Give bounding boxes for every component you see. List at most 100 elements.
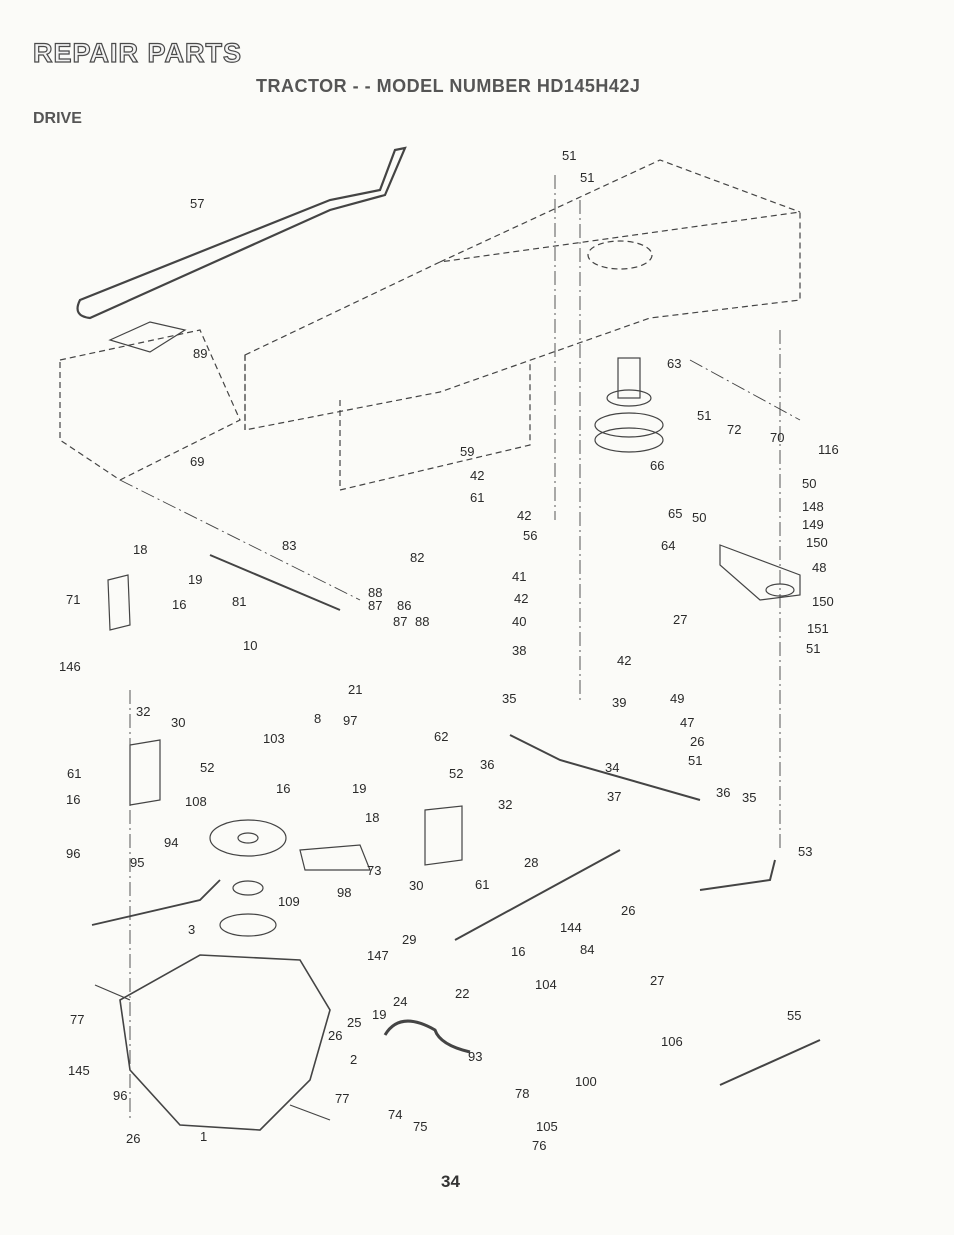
part-callout-51: 51 [697, 408, 711, 423]
part-callout-59: 59 [460, 444, 474, 459]
part-callout-147: 147 [367, 948, 389, 963]
part-callout-150: 150 [806, 535, 828, 550]
transaxle-pulley [219, 880, 277, 937]
part-callout-77: 77 [70, 1012, 84, 1027]
part-callout-41: 41 [512, 569, 526, 584]
part-callout-16: 16 [511, 944, 525, 959]
mount-bracket-71 [107, 574, 131, 631]
part-callout-32: 32 [498, 797, 512, 812]
part-callout-71: 71 [66, 592, 80, 607]
drive-belt [76, 146, 407, 320]
part-callout-29: 29 [402, 932, 416, 947]
part-callout-106: 106 [661, 1034, 683, 1049]
page-number: 34 [441, 1172, 460, 1191]
part-callout-69: 69 [190, 454, 204, 469]
part-callout-61: 61 [67, 766, 81, 781]
part-callout-96: 96 [66, 846, 80, 861]
part-callout-21: 21 [348, 682, 362, 697]
part-callout-86: 86 [397, 598, 411, 613]
part-callout-19: 19 [352, 781, 366, 796]
part-callout-145: 145 [68, 1063, 90, 1078]
part-callout-98: 98 [337, 885, 351, 900]
part-callout-94: 94 [164, 835, 178, 850]
part-callout-144: 144 [560, 920, 582, 935]
part-callout-50: 50 [802, 476, 816, 491]
shift-bracket-73 [299, 844, 371, 871]
part-callout-51: 51 [580, 170, 594, 185]
part-callout-76: 76 [532, 1138, 546, 1153]
part-callout-10: 10 [243, 638, 257, 653]
part-callout-104: 104 [535, 977, 557, 992]
spring-95 [91, 879, 221, 926]
part-callout-34: 34 [605, 760, 619, 775]
part-callout-24: 24 [393, 994, 407, 1009]
part-callout-3: 3 [188, 922, 195, 937]
part-callout-109: 109 [278, 894, 300, 909]
part-callout-32: 32 [136, 704, 150, 719]
part-callout-26: 26 [126, 1131, 140, 1146]
part-callout-65: 65 [668, 506, 682, 521]
part-callout-42: 42 [617, 653, 631, 668]
part-callout-53: 53 [798, 844, 812, 859]
part-callout-88: 88 [368, 585, 382, 600]
part-callout-97: 97 [343, 713, 357, 728]
part-callout-42: 42 [470, 468, 484, 483]
part-callout-25: 25 [347, 1015, 361, 1030]
part-callout-150: 150 [812, 594, 834, 609]
part-callout-16: 16 [66, 792, 80, 807]
part-callout-108: 108 [185, 794, 207, 809]
part-callout-84: 84 [580, 942, 594, 957]
part-callout-89: 89 [193, 346, 207, 361]
part-callout-27: 27 [673, 612, 687, 627]
part-callout-35: 35 [742, 790, 756, 805]
page-subtitle: TRACTOR - - MODEL NUMBER HD145H42J [256, 76, 641, 96]
part-callout-40: 40 [512, 614, 526, 629]
part-callout-52: 52 [449, 766, 463, 781]
part-callout-35: 35 [502, 691, 516, 706]
part-callout-61: 61 [470, 490, 484, 505]
part-callout-57: 57 [190, 196, 204, 211]
part-callout-72: 72 [727, 422, 741, 437]
part-callout-48: 48 [812, 560, 826, 575]
part-callout-16: 16 [276, 781, 290, 796]
part-callout-38: 38 [512, 643, 526, 658]
part-callout-75: 75 [413, 1119, 427, 1134]
part-callout-42: 42 [514, 591, 528, 606]
part-callout-42: 42 [517, 508, 531, 523]
part-callout-52: 52 [200, 760, 214, 775]
part-callout-51: 51 [688, 753, 702, 768]
part-callout-82: 82 [410, 550, 424, 565]
transaxle [119, 954, 331, 1131]
clutch-rod [509, 734, 701, 801]
part-callout-30: 30 [409, 878, 423, 893]
part-callout-37: 37 [607, 789, 621, 804]
hose [383, 1019, 471, 1054]
part-callout-8: 8 [314, 711, 321, 726]
part-callout-47: 47 [680, 715, 694, 730]
part-callout-1: 1 [200, 1129, 207, 1144]
part-callout-151: 151 [807, 621, 829, 636]
page-title: REPAIR PARTS [32, 37, 243, 68]
part-callout-100: 100 [575, 1074, 597, 1089]
link-rod [699, 859, 776, 891]
part-callout-146: 146 [59, 659, 81, 674]
mount-bracket-30-left [129, 739, 161, 806]
part-callout-81: 81 [232, 594, 246, 609]
part-callout-87: 87 [368, 598, 382, 613]
part-callout-22: 22 [455, 986, 469, 1001]
part-callout-64: 64 [661, 538, 675, 553]
part-callout-95: 95 [130, 855, 144, 870]
part-callout-51: 51 [806, 641, 820, 656]
part-callout-26: 26 [621, 903, 635, 918]
part-callout-2: 2 [350, 1052, 357, 1067]
part-callout-16: 16 [172, 597, 186, 612]
part-callout-148: 148 [802, 499, 824, 514]
part-callout-26: 26 [690, 734, 704, 749]
part-callout-96: 96 [113, 1088, 127, 1103]
part-callout-61: 61 [475, 877, 489, 892]
engine-pulley [594, 357, 664, 453]
part-callout-19: 19 [188, 572, 202, 587]
part-callout-50: 50 [692, 510, 706, 525]
part-callout-103: 103 [263, 731, 285, 746]
